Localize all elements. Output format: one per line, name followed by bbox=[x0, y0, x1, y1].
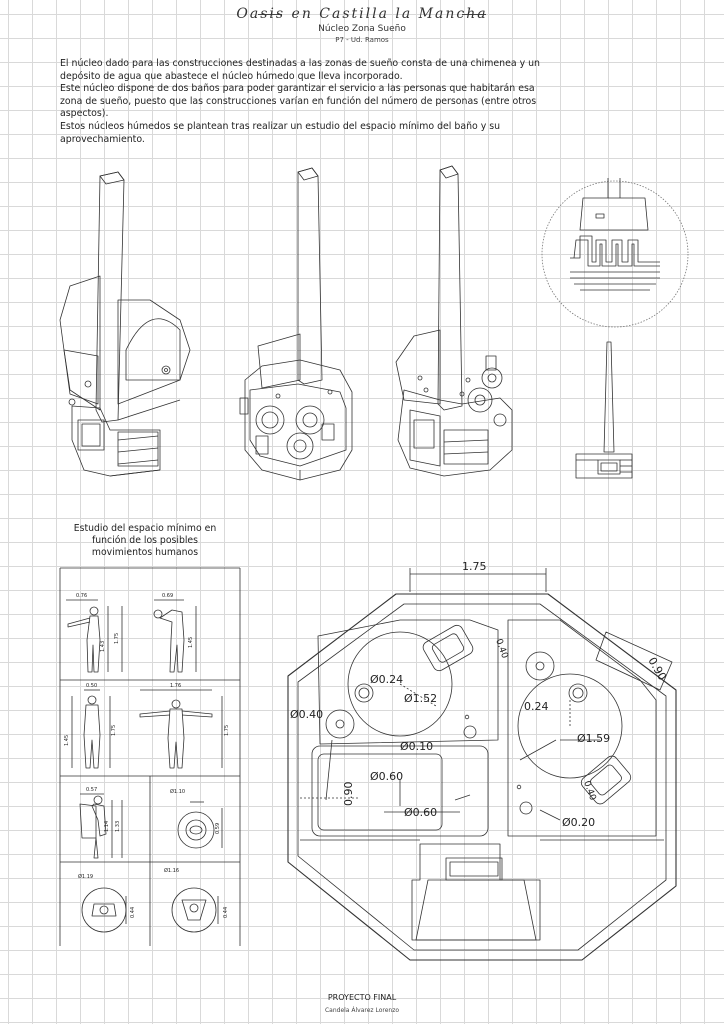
floor-plan bbox=[287, 568, 677, 961]
figure-top-view-1 bbox=[177, 801, 223, 849]
chimney-elevation bbox=[575, 341, 633, 479]
title-rule-left bbox=[258, 14, 282, 15]
plan-dim: Ø1.52 bbox=[404, 692, 437, 705]
footer-author: Candela Álvarez Lorenzo bbox=[324, 1007, 400, 1014]
figure-standing bbox=[71, 689, 111, 769]
plan-dim: 0.24 bbox=[524, 700, 549, 713]
plan-dim: Ø0.20 bbox=[562, 816, 595, 829]
study-dim: 0.76 bbox=[76, 593, 87, 599]
intro-text: El núcleo dado para las construcciones d… bbox=[60, 58, 540, 146]
plan-dim: 1.75 bbox=[462, 560, 487, 573]
plan-dim: Ø0.24 bbox=[370, 673, 403, 686]
plan-dim: Ø0.40 bbox=[290, 708, 323, 721]
header: Oasis en Castilla la Mancha Núcleo Zona … bbox=[0, 6, 724, 44]
plan-dim: Ø1.59 bbox=[577, 732, 610, 745]
study-dim: 1.75 bbox=[111, 725, 117, 736]
figure-top-view-3 bbox=[171, 887, 219, 933]
study-dim: Ø1.19 bbox=[78, 873, 93, 880]
footer-title: PROYECTO FINAL bbox=[327, 993, 397, 1002]
intro-paragraph: Estos núcleos húmedos se plantean tras r… bbox=[60, 120, 501, 145]
plan-dim: 0.90 bbox=[342, 782, 355, 807]
study-dim: 1.45 bbox=[64, 735, 70, 746]
study-dim: 1.76 bbox=[170, 683, 181, 689]
figure-top-view-2 bbox=[81, 887, 127, 933]
study-dim: 1.43 bbox=[100, 641, 106, 652]
study-dim: 1.75 bbox=[224, 725, 230, 736]
plan-dim: 0.40 bbox=[581, 780, 597, 803]
page-subsubtitle: P7 - Ud. Ramos bbox=[335, 36, 389, 44]
plan-dim: Ø0.60 bbox=[370, 770, 403, 783]
axonometric-view-1 bbox=[59, 171, 191, 477]
study-dim: Ø1.16 bbox=[164, 867, 179, 874]
plan-dim: Ø0.60 bbox=[404, 806, 437, 819]
study-frame bbox=[59, 567, 241, 946]
page-subtitle: Núcleo Zona Sueño bbox=[318, 24, 406, 34]
title-rule-right bbox=[462, 14, 486, 15]
figure-arm-forward bbox=[66, 599, 123, 673]
study-dim: 0.69 bbox=[162, 593, 173, 599]
plan-dim: Ø0.10 bbox=[400, 740, 433, 753]
study-dim: Ø1.10 bbox=[170, 788, 185, 795]
study-dim: 1.33 bbox=[115, 821, 121, 832]
page-title: Oasis en Castilla la Mancha bbox=[236, 6, 488, 22]
study-dim: 0.50 bbox=[86, 683, 97, 689]
figure-leaning bbox=[79, 793, 123, 859]
intro-paragraph: Este núcleo dispone de dos baños para po… bbox=[60, 83, 537, 120]
figure-bending bbox=[153, 599, 197, 673]
study-dim: 0.44 bbox=[223, 907, 229, 918]
axonometric-view-3 bbox=[395, 165, 513, 477]
study-dim: 0.59 bbox=[215, 823, 221, 834]
plan-dim: 0.40 bbox=[493, 638, 509, 661]
study-title: Estudio del espacio mínimo en función de… bbox=[73, 523, 217, 558]
detail-circle bbox=[541, 178, 689, 328]
study-dim: 1.45 bbox=[188, 637, 194, 648]
study-dim: 0.57 bbox=[86, 787, 97, 793]
study-dim: 1.14 bbox=[104, 821, 110, 832]
axonometric-view-2 bbox=[239, 167, 353, 481]
figure-arms-out bbox=[139, 689, 223, 769]
study-dim: 1.75 bbox=[114, 633, 120, 644]
intro-paragraph: El núcleo dado para las construcciones d… bbox=[60, 58, 540, 82]
study-dim: 0.44 bbox=[130, 907, 136, 918]
